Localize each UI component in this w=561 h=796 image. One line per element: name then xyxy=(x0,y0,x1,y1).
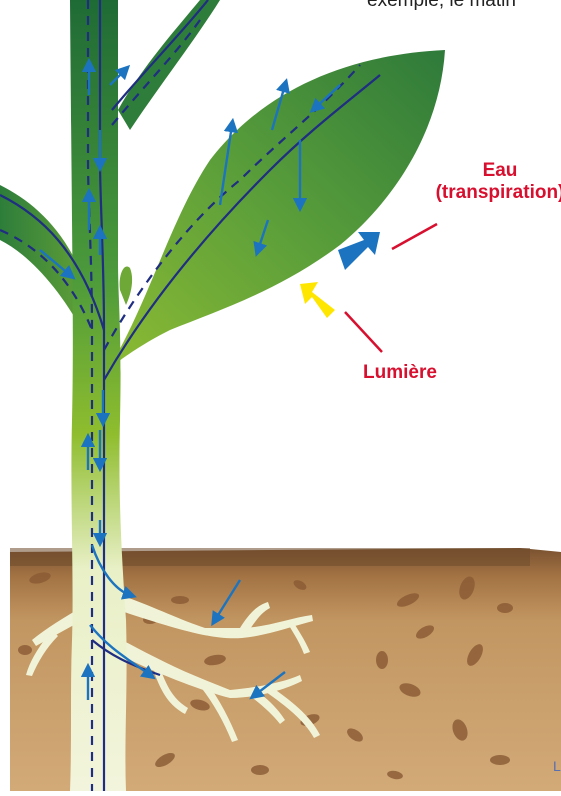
leaf xyxy=(108,50,445,370)
leaf-base-bump xyxy=(120,267,132,305)
water-pointer-line xyxy=(392,224,437,249)
light-pointer-line xyxy=(345,312,382,352)
top-partial-text: exemple, le matin xyxy=(367,0,516,12)
left-branch xyxy=(0,185,82,330)
water-label-line2: (transpiration) xyxy=(430,182,561,204)
water-label-line1: Eau xyxy=(430,160,561,182)
light-arrow-icon xyxy=(300,282,335,318)
light-label: Lumière xyxy=(345,362,455,384)
water-label: Eau (transpiration) xyxy=(430,160,561,204)
bottom-partial-text: L xyxy=(553,758,561,774)
upper-branch xyxy=(118,0,220,130)
